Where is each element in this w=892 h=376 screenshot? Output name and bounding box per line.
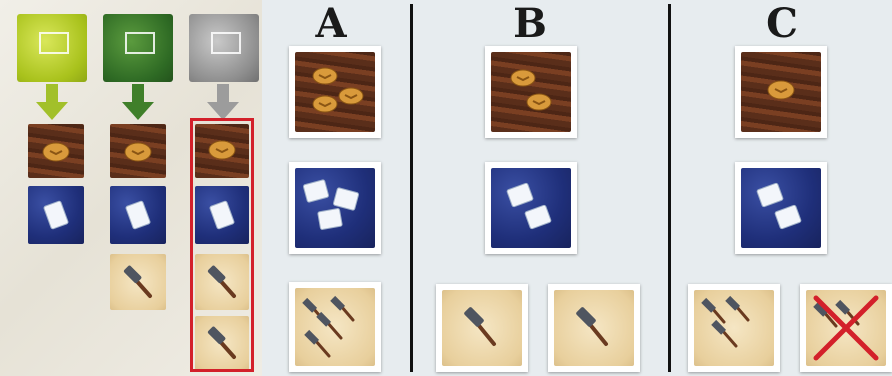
- forest-terrain-tile: [103, 14, 173, 82]
- grain-tile: [741, 52, 821, 132]
- stone-tile: [491, 168, 571, 248]
- hammer-card-a: [289, 282, 381, 372]
- stone-tile: [28, 186, 84, 244]
- column-label-c: C: [752, 0, 812, 48]
- hammer-card-c2-crossed: [800, 284, 892, 372]
- hammer-tile: [554, 290, 634, 366]
- hammers-icon: [694, 290, 774, 366]
- stone-icon: [491, 168, 571, 248]
- mountain-arrow-down-icon: [203, 84, 243, 120]
- grain-icon: [741, 52, 821, 132]
- hammer-card-b2: [548, 284, 640, 372]
- column-divider: [410, 4, 413, 372]
- stone-icon: [295, 168, 375, 248]
- hammer-card-b1: [436, 284, 528, 372]
- stone-tile: [110, 186, 166, 244]
- grain-tile: [110, 124, 166, 178]
- grain-icon: [295, 52, 375, 132]
- field-terrain-tile: [17, 14, 87, 82]
- grain-icon: [110, 124, 166, 178]
- column-divider: [668, 4, 671, 372]
- grain-icon: [491, 52, 571, 132]
- stone-icon: [28, 186, 84, 244]
- field-arrow-down-icon: [32, 84, 72, 120]
- stone-card-a: [289, 162, 381, 254]
- highlight-frame: [190, 118, 254, 372]
- forest-arrow-down-icon: [118, 84, 158, 120]
- column-label-a: A: [301, 0, 361, 48]
- hammer-icon: [554, 290, 634, 366]
- grain-card-a: [289, 46, 381, 138]
- hammer-tile: [442, 290, 522, 366]
- stone-card-c: [735, 162, 827, 254]
- hammer-card-c1: [688, 284, 780, 372]
- hammer-tile: [295, 288, 375, 366]
- hammer-tile: [110, 254, 166, 310]
- stone-tile: [741, 168, 821, 248]
- hammers-icon: [295, 288, 375, 366]
- grain-icon: [28, 124, 84, 178]
- hammers-crossed-icon: [806, 290, 886, 366]
- hammer-icon: [442, 290, 522, 366]
- hammer-icon: [110, 254, 166, 310]
- grain-card-b: [485, 46, 577, 138]
- hammer-tile: [694, 290, 774, 366]
- grain-tile: [295, 52, 375, 132]
- stone-tile: [295, 168, 375, 248]
- stone-card-b: [485, 162, 577, 254]
- stone-icon: [741, 168, 821, 248]
- terrain-production-panel: [0, 0, 262, 376]
- grain-tile: [28, 124, 84, 178]
- grain-tile: [491, 52, 571, 132]
- stone-icon: [110, 186, 166, 244]
- mountain-terrain-tile: [189, 14, 259, 82]
- hammer-tile: [806, 290, 886, 366]
- grain-card-c: [735, 46, 827, 138]
- column-label-b: B: [500, 0, 560, 48]
